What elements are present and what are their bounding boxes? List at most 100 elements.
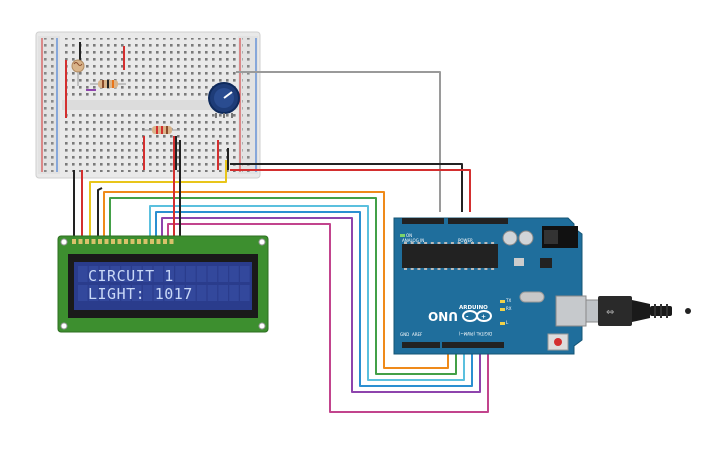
l-led (500, 322, 505, 325)
arduino-model: UNO (428, 309, 458, 323)
lcd-line-2: LIGHT: 1017 (88, 285, 193, 303)
lcd-cell (240, 266, 250, 282)
header-analog (402, 218, 444, 224)
chip-pin (417, 242, 421, 244)
lcd-pin (124, 239, 128, 244)
chip-pin (457, 268, 461, 270)
lcd-cell (196, 266, 207, 282)
wire-green (109, 197, 457, 375)
lcd-cell (207, 285, 218, 301)
chip-pin (471, 242, 474, 244)
lcd-cell (142, 285, 153, 301)
wire-magenta (167, 223, 489, 413)
chip-pin (444, 268, 448, 270)
chip-pin (491, 242, 495, 244)
lcd-pin (169, 239, 174, 244)
lcd-cell (99, 266, 110, 282)
chip-pin (437, 268, 441, 270)
resistor[interactable] (90, 80, 126, 88)
on-led (400, 234, 405, 237)
chip-pin (424, 242, 428, 244)
photoresistor[interactable] (71, 59, 85, 86)
wires (73, 71, 489, 413)
lcd-cell (164, 266, 174, 282)
svg-text:-: - (466, 314, 469, 321)
lcd-pin (78, 239, 83, 244)
lcd-cell (88, 266, 99, 282)
usb-port (555, 295, 587, 327)
wire-blue (155, 211, 473, 387)
chip-pin (444, 242, 448, 244)
lcd-cell (240, 285, 250, 301)
l-label: L (506, 320, 509, 325)
wire-purple (161, 217, 481, 393)
wire-orange (103, 191, 449, 369)
lcd-pin (72, 239, 76, 244)
potentiometer[interactable] (208, 82, 240, 118)
wire-black (230, 163, 463, 212)
gnd-label: GND (400, 332, 409, 337)
lcd-pin (85, 239, 89, 244)
header-digital-low (402, 342, 440, 348)
lcd-cell (78, 266, 88, 282)
rx-led (500, 308, 505, 311)
lcd-pin (91, 239, 96, 244)
chip-pin (450, 268, 454, 270)
lcd-pin (117, 239, 122, 244)
resistor[interactable] (144, 126, 180, 134)
lcd-cell (88, 285, 99, 301)
arduino-brand: ARDUINO (459, 305, 488, 311)
lcd-pin (104, 239, 109, 244)
chip-pin (464, 242, 468, 244)
svg-text:+: + (481, 314, 486, 321)
arduino-uno: - + ARDUINO UNO DIGITAL (PWM~) ANALOG IN… (393, 217, 587, 355)
lcd-cell (110, 266, 120, 282)
wire-yellow (89, 160, 227, 240)
on-label: ON (406, 233, 412, 238)
lcd-pin (130, 239, 135, 244)
chip-pin (410, 242, 414, 244)
capacitor (502, 230, 518, 246)
lcd-pin (163, 239, 167, 244)
usb-cable[interactable]: ⇔ (585, 296, 691, 326)
chip-pin (477, 242, 481, 244)
lcd-cell (153, 266, 164, 282)
lcd-cell (121, 266, 131, 282)
chip-pin (450, 242, 454, 244)
power-label: POWER (458, 238, 473, 243)
chip-pin (417, 268, 421, 270)
chip-pin (404, 268, 407, 270)
lcd-cell (175, 285, 185, 301)
lcd-pin (111, 239, 115, 244)
chip-pin (491, 268, 495, 270)
aref-label: AREF (412, 332, 423, 337)
lcd-cell (78, 285, 88, 301)
lcd-cell (218, 266, 228, 282)
lcd-line-1: CIRCUIT 1 (88, 267, 174, 285)
chip-pin (484, 242, 488, 244)
tx-led (500, 300, 505, 303)
lcd-cell (132, 266, 142, 282)
reset-button-cap[interactable] (554, 338, 562, 346)
chip-pin (464, 268, 468, 270)
lcd-cell (121, 285, 131, 301)
usb-connector (598, 296, 632, 326)
lcd-cell (110, 285, 120, 301)
lcd-cell (207, 266, 218, 282)
lcd-pin (143, 239, 148, 244)
chip-pin (477, 268, 481, 270)
wire-red (230, 169, 471, 212)
lcd-pins (72, 239, 174, 244)
breadboard-jumpers (65, 42, 229, 170)
atmega-chip (402, 244, 498, 268)
chip-pin (484, 268, 488, 270)
tx-label: TX (505, 298, 511, 303)
chip-pin (457, 242, 461, 244)
chip-pin (424, 268, 428, 270)
chip-pin (430, 242, 434, 244)
lcd-cell (142, 266, 153, 282)
lcd-pin (150, 239, 154, 244)
lcd-cell (132, 285, 142, 301)
chip-pin (471, 268, 474, 270)
